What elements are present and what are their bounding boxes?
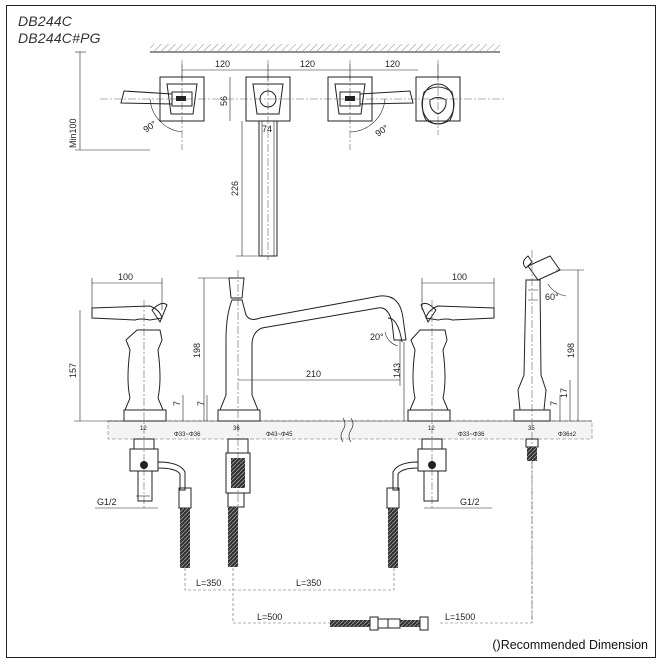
- recommended-dimension-note: ()Recommended Dimension: [492, 638, 648, 652]
- angle-shower: 60°: [545, 292, 559, 302]
- dim-v2: 12: [428, 426, 435, 432]
- dim-spout-length: 226: [230, 181, 240, 196]
- top-shower-holder: [415, 76, 461, 125]
- side-shower: 60°: [513, 250, 567, 620]
- angle-right: 90°: [373, 122, 390, 138]
- dim-spacing-1: 120: [215, 59, 230, 69]
- dim-handle-width-right: 100: [452, 272, 467, 282]
- top-view: 120 120 120 Min100 90° 56: [68, 44, 505, 260]
- dim-v1-hole: Φ33~Φ36: [174, 432, 201, 438]
- dim-spout-offset: 74: [262, 124, 272, 134]
- left-valve: [91, 300, 192, 568]
- dim-min-wall: Min100: [68, 118, 78, 148]
- model-number: DB244C: [18, 13, 73, 29]
- model-number-pg: DB244C#PG: [18, 30, 101, 46]
- dim-base-7-a: 7: [172, 401, 182, 406]
- dim-handle-width-left: 100: [118, 272, 133, 282]
- hose-l4: L=1500: [445, 612, 475, 622]
- hose-l1: L=350: [196, 578, 221, 588]
- dim-v2-hole: Φ33~Φ36: [458, 432, 485, 438]
- dim-v1: 12: [140, 426, 147, 432]
- hose-layout: L=350 L=350 L=500 L=1500: [184, 461, 533, 631]
- thread-right: G1/2: [460, 497, 480, 507]
- dim-base-17: 17: [559, 388, 569, 398]
- side-view: 100 100 157 7 7 198: [68, 250, 593, 620]
- drawing-frame: [6, 5, 656, 658]
- dim-shower-height: 198: [566, 343, 576, 358]
- dim-spout-clear: 143: [392, 363, 402, 378]
- side-spout: [217, 270, 407, 567]
- hose-l3: L=500: [257, 612, 282, 622]
- angle-spout: 20°: [370, 332, 384, 342]
- dim-handle-height: 56: [219, 96, 229, 106]
- dim-spout-height: 198: [192, 343, 202, 358]
- dim-valve-height: 157: [68, 363, 78, 378]
- dim-base-7-c: 7: [549, 401, 559, 406]
- angle-left: 90°: [141, 118, 158, 134]
- shower-hose: [330, 616, 429, 631]
- dim-base-7-b: 7: [196, 401, 206, 406]
- top-left-handle: 90°: [120, 76, 205, 135]
- dim-spout-base: 36: [233, 426, 240, 432]
- dim-spout-reach: 210: [306, 369, 321, 379]
- top-spout: 74: [245, 76, 291, 257]
- dim-spacing-3: 120: [385, 59, 400, 69]
- dim-shower-base: 35: [528, 426, 535, 432]
- dim-spout-hole: Φ43~Φ45: [266, 432, 293, 438]
- right-valve: [386, 300, 495, 568]
- dim-spacing-2: 120: [300, 59, 315, 69]
- thread-left: G1/2: [97, 497, 117, 507]
- hose-l2: L=350: [296, 578, 321, 588]
- wall-hatch: [150, 44, 500, 51]
- dim-shower-hole: Φ36±2: [558, 432, 577, 438]
- top-right-handle: 90°: [327, 76, 414, 139]
